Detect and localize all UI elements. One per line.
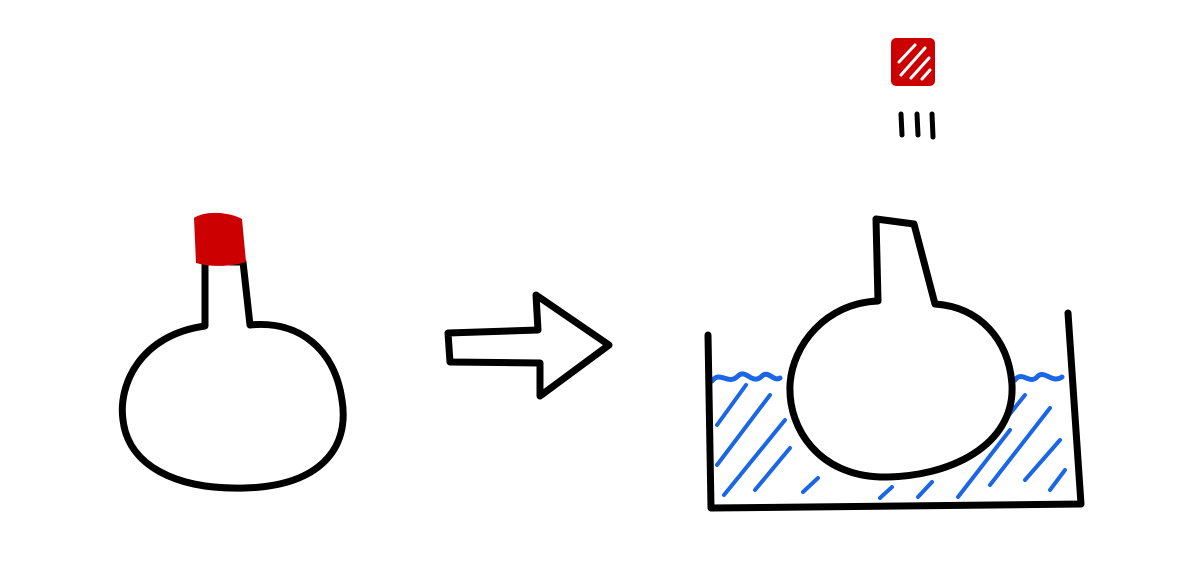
stopper-popped-off: [891, 38, 935, 86]
water-basin: [704, 309, 1085, 512]
water-surface-left: [709, 371, 783, 384]
flask-before: [118, 258, 347, 492]
water-surface-right: [1012, 372, 1065, 383]
panel-after: [704, 38, 1085, 512]
flask-after: [786, 215, 1016, 481]
red-stopper-before: [194, 212, 246, 266]
panel-transition: [444, 291, 613, 400]
panel-before: [118, 212, 347, 492]
motion-lines: [898, 111, 936, 140]
arrow-right-icon: [444, 291, 613, 400]
